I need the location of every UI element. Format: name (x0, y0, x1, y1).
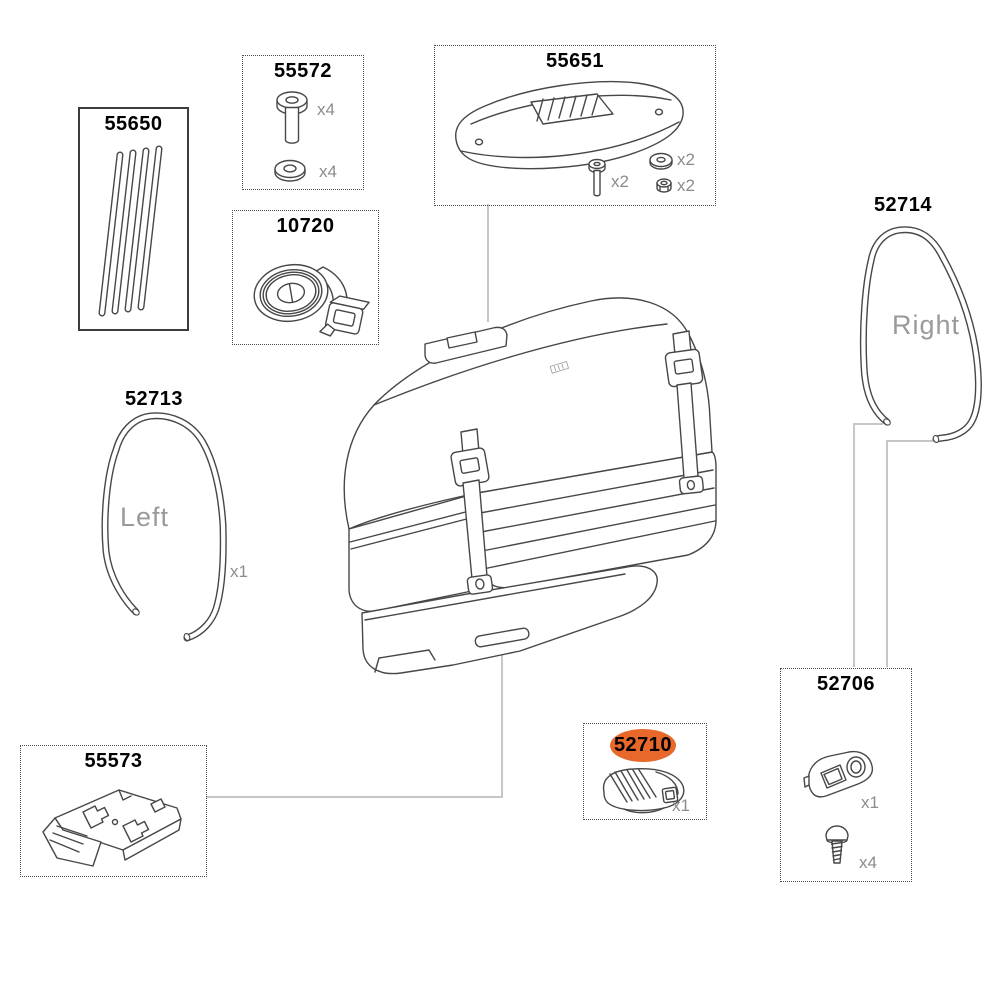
nut-qty: x2 (677, 176, 695, 195)
left-frame-drawing (101, 412, 227, 642)
cargo-box-drawing (343, 297, 717, 675)
strap-drawing (253, 263, 370, 337)
part-number-55572: 55572 (273, 60, 333, 82)
washer-icon (274, 159, 306, 182)
buckle-icon (319, 295, 370, 337)
part-number-55651: 55651 (545, 50, 605, 72)
nut-icon (656, 178, 672, 193)
washer-icon (649, 152, 673, 170)
right-frame-drawing (859, 226, 982, 444)
part-box-55651[interactable]: 55651 x2 x2 (434, 45, 716, 206)
part-number-52714: 52714 (873, 194, 933, 216)
part-number-10720: 10720 (276, 215, 335, 237)
part-box-55572[interactable]: 55572 x4 x4 (242, 55, 364, 190)
side-label-left: Left (120, 502, 170, 532)
bolt-icon (276, 91, 308, 144)
knob-cover-drawing (602, 767, 685, 814)
vent-cover-drawing (455, 80, 684, 170)
screw-icon (825, 825, 849, 864)
part-box-52710[interactable]: 52710 x1 (583, 723, 707, 820)
screw-qty: x4 (859, 853, 877, 872)
left-buckle-icon (450, 447, 490, 487)
bolt-qty: x4 (317, 100, 335, 119)
part-number-52706: 52706 (816, 673, 876, 695)
rods-drawing (98, 145, 163, 317)
adapter-bracket-drawing (42, 789, 182, 867)
screw-icon (588, 158, 606, 197)
part-box-55573[interactable]: 55573 (20, 745, 207, 877)
side-label-right: Right (892, 310, 961, 340)
part-box-52706[interactable]: 52706 x1 x4 (780, 668, 912, 882)
part-number-55573: 55573 (84, 750, 143, 772)
washer-qty: x4 (319, 162, 337, 181)
part-group-52714[interactable]: 52714 Right (848, 190, 982, 460)
part-number-55650: 55650 (104, 113, 163, 135)
right-buckle-icon (664, 348, 704, 388)
part-number-52713: 52713 (124, 388, 184, 410)
corner-bracket-drawing (803, 750, 874, 798)
bracket-qty: x1 (861, 793, 879, 812)
part-box-10720[interactable]: 10720 (232, 210, 379, 345)
highlight-badge: 52710 (610, 729, 676, 762)
left-frame-qty: x1 (230, 562, 248, 581)
knob-qty: x1 (672, 796, 690, 815)
logo-mark (549, 361, 569, 374)
screw-qty: x2 (611, 172, 629, 191)
part-group-52713[interactable]: 52713 Left x1 (88, 384, 248, 654)
part-number-52710: 52710 (613, 734, 673, 756)
washer-qty: x2 (677, 150, 695, 169)
part-box-55650[interactable]: 55650 (78, 107, 189, 331)
